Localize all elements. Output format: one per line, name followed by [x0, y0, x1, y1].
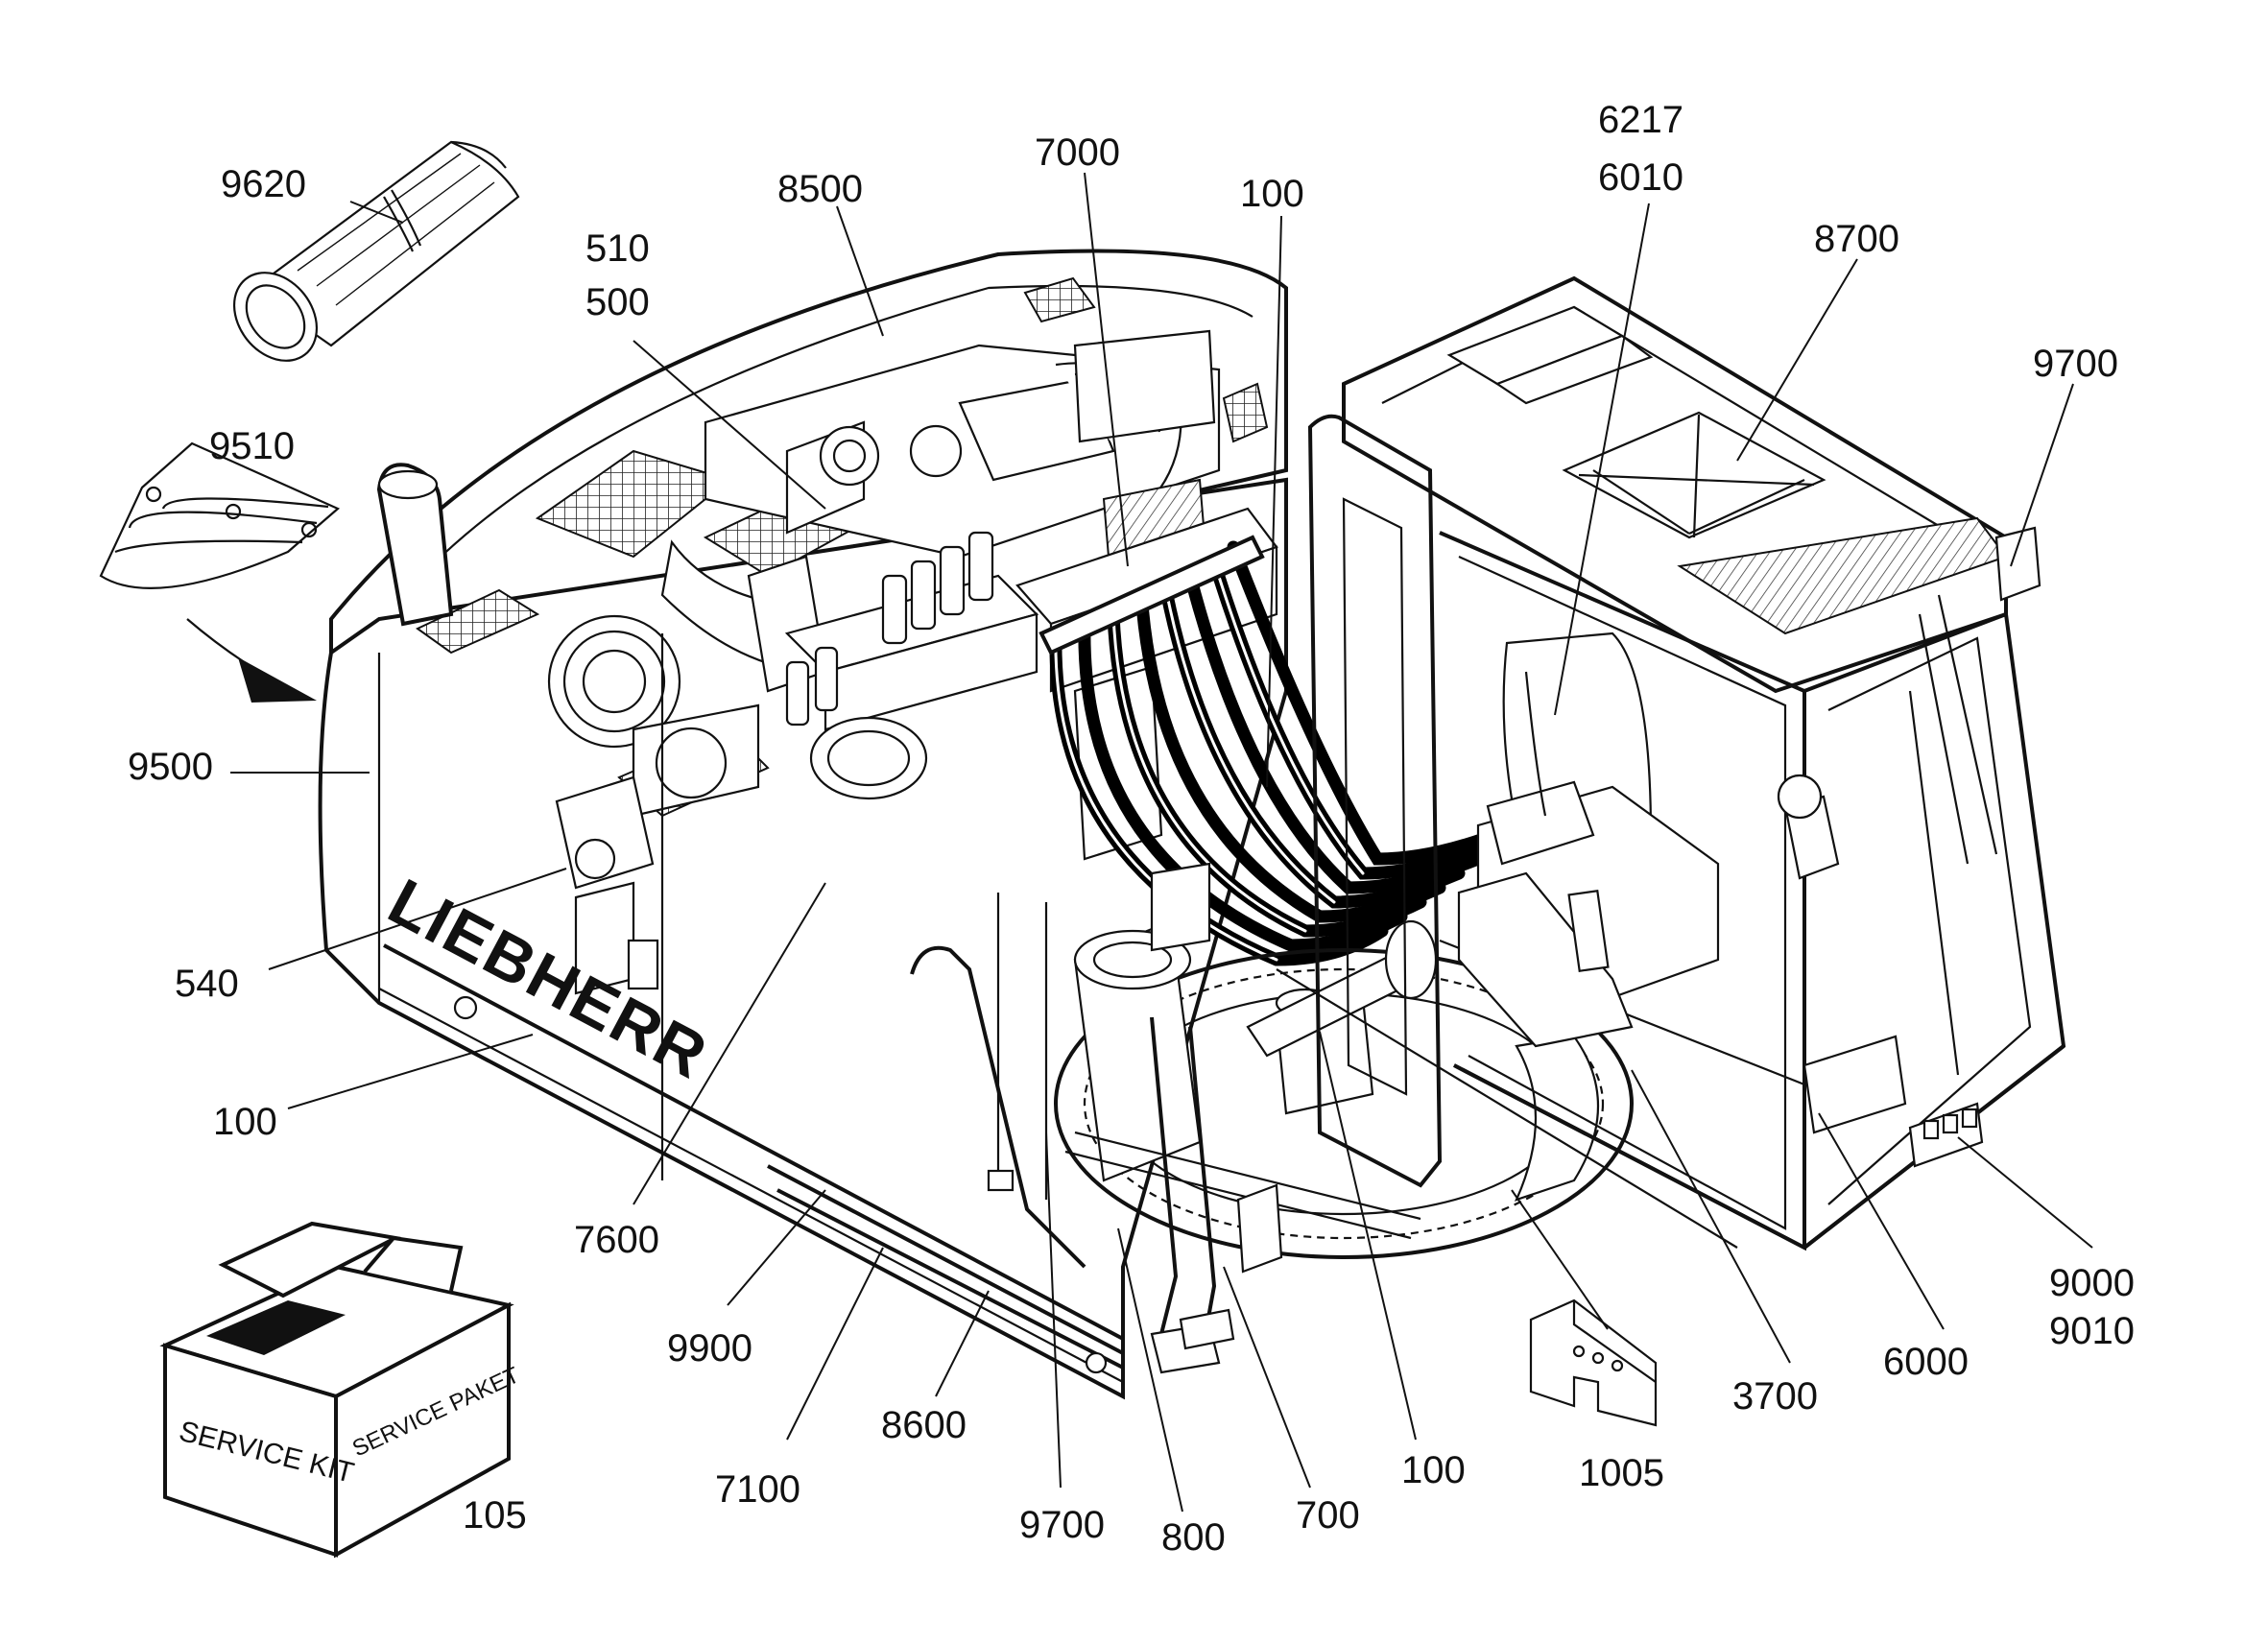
service-kit-box-illustration: SERVICE KIT SERVICE PAKET	[159, 1221, 524, 1559]
leader-lines	[230, 172, 2093, 1513]
rolled-document-illustration	[232, 140, 520, 362]
callout-100-bottom: 100	[1401, 1449, 1466, 1491]
counterweight-plate-illustration	[1529, 1299, 1658, 1427]
install-arrow	[186, 618, 317, 703]
callout-9510: 9510	[209, 425, 295, 467]
callout-500: 500	[585, 281, 650, 323]
callout-labels: 9620 8500 7000 100 6217 6010 8700 9700 5…	[128, 99, 2135, 1559]
callout-9620: 9620	[221, 163, 306, 205]
callout-9700-top: 9700	[2033, 343, 2118, 385]
callout-100-left: 100	[213, 1101, 277, 1143]
callout-7100: 7100	[715, 1468, 800, 1511]
callout-6010: 6010	[1598, 156, 1683, 199]
callout-700: 700	[1296, 1494, 1360, 1537]
callout-6217: 6217	[1598, 99, 1683, 141]
callout-7600: 7600	[574, 1219, 659, 1261]
callout-9900: 9900	[667, 1327, 752, 1370]
callout-800: 800	[1161, 1516, 1226, 1559]
operator-cab	[1276, 275, 2066, 1251]
callout-9000: 9000	[2049, 1262, 2135, 1304]
callout-8600: 8600	[881, 1404, 967, 1446]
callout-8500: 8500	[777, 168, 863, 210]
callout-9500: 9500	[128, 746, 213, 788]
callout-9700-bottom: 9700	[1019, 1504, 1105, 1546]
callout-1005: 1005	[1579, 1452, 1664, 1494]
callout-9010: 9010	[2049, 1310, 2135, 1352]
callout-100-top: 100	[1240, 173, 1304, 215]
callout-6000: 6000	[1883, 1341, 1969, 1383]
callout-7000: 7000	[1035, 131, 1120, 174]
callout-105: 105	[463, 1494, 527, 1537]
callout-540: 540	[175, 963, 239, 1005]
decal-plate-illustration	[99, 441, 341, 589]
callout-8700: 8700	[1814, 218, 1899, 260]
callout-3700: 3700	[1732, 1375, 1818, 1418]
callout-510: 510	[585, 227, 650, 270]
